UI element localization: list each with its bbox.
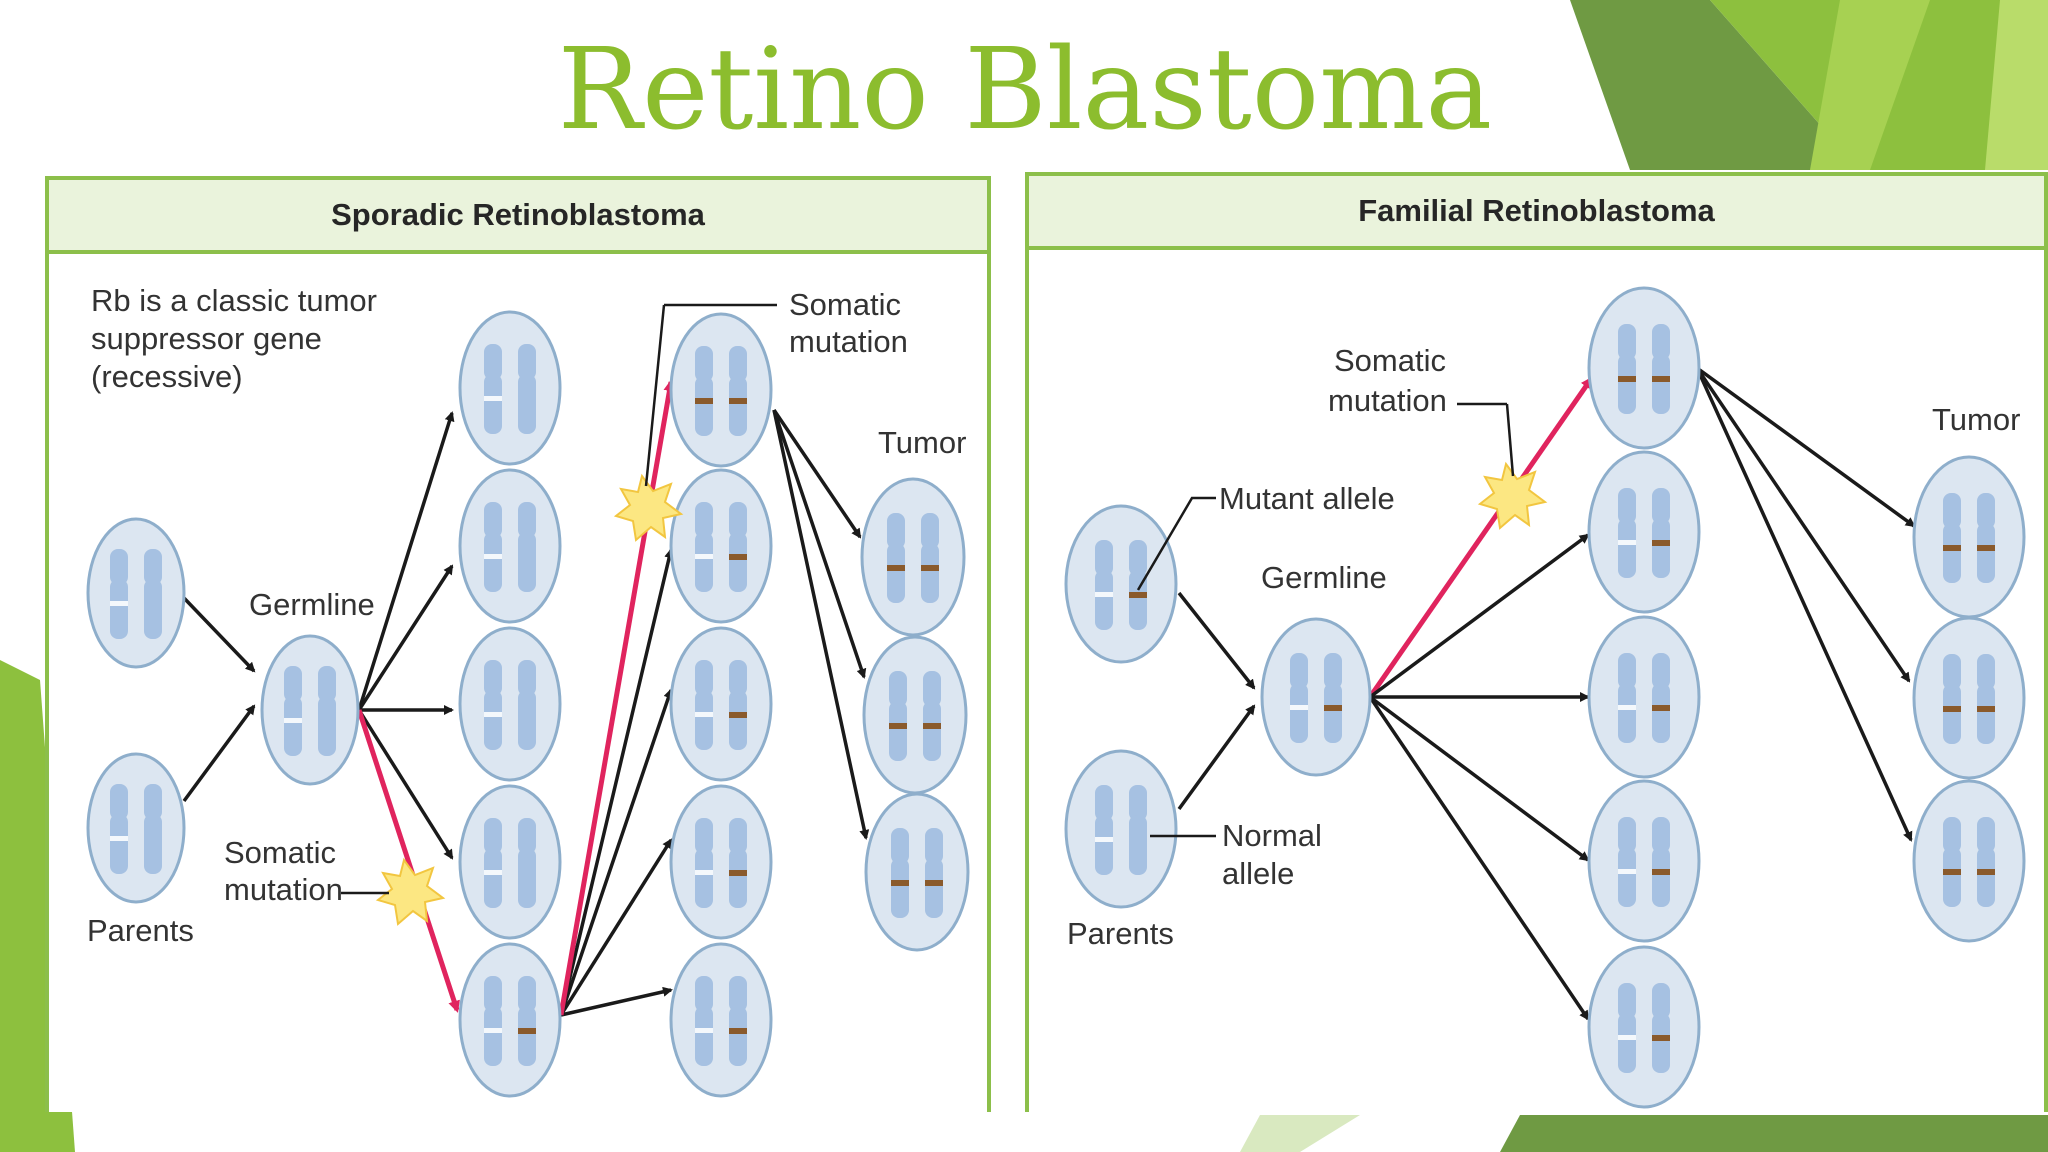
germline-to-cell-arrow [1368,533,1590,699]
germline-to-cell-arrow [357,709,454,860]
parent-cell-with-normal-alleles [1064,749,1178,909]
cell-to-tumor-arrow [1695,367,1911,683]
germline-to-cell-arrow [357,564,454,711]
tumor-cell [860,477,966,637]
mutated-retinal-cell [669,468,773,624]
tumor-suppressor-note-line-1: Rb is a classic tumor [91,283,377,318]
retinal-cell-with-mutant-allele [1587,450,1701,614]
slide-title: Retino Blastoma [557,25,1493,155]
cell-to-tumor-arrow [1695,367,1913,842]
cell-to-cell-arrow [559,688,674,1016]
retinal-cell-with-mutant-allele [1587,779,1701,943]
somatic-mutation-label-line-2: mutation [224,872,343,907]
parents-label: Parents [87,913,194,948]
parent-cell [86,752,186,904]
double-mutant-cell [669,312,773,468]
somatic-mutation-label-line-1: Somatic [1334,343,1446,378]
double-mutant-cell [1587,286,1701,450]
tumor-cell [1912,455,2026,619]
somatic-mutation-label-line-2: mutation [1328,383,1447,418]
tumor-label: Tumor [878,425,966,460]
parent-to-germline-arrow [182,596,256,673]
somatic-mutation-label-line-1: Somatic [224,835,336,870]
normal-allele-label-line-2: allele [1222,856,1294,891]
mutated-retinal-cell [669,784,773,940]
cell-to-tumor-arrow [772,409,870,840]
germline-to-cell-arrow [357,411,455,711]
germline-cell [260,634,360,786]
tumor-suppressor-note-line-2: suppressor gene [91,321,322,356]
somatic-mutation-top-label-line-2: mutation [789,324,908,359]
retinal-cell-with-mutant-allele [1587,615,1701,779]
cell-to-tumor-arrow [772,409,867,679]
parent-cell-with-mutant-allele [1064,504,1178,664]
somatic-mutation-top-label-line-1: Somatic [789,287,901,322]
tumor-label: Tumor [1932,402,2020,437]
mutated-retinal-cell [458,942,562,1098]
germline-to-cell-arrow [1368,696,1590,1021]
tumor-cell [1912,616,2026,780]
somatic-mutation-leader [644,304,666,487]
sporadic-panel-header: Sporadic Retinoblastoma [49,180,987,254]
mutant-allele-label: Mutant allele [1219,481,1395,516]
second-somatic-mutation-arrow [558,379,676,1016]
retinal-cell [458,310,562,466]
familial-panel-header: Familial Retinoblastoma [1029,176,2044,250]
somatic-mutation-leader [1505,403,1515,477]
retinal-cell [458,468,562,624]
germline-label: Germline [249,587,375,622]
mutant-allele-leader [1136,496,1216,591]
retinal-cell-with-mutant-allele [1587,945,1701,1109]
mutated-retinal-cell [669,942,773,1098]
somatic-mutation-arrow [356,709,460,1013]
cell-to-tumor-arrow [772,409,862,539]
retinal-cell [458,626,562,782]
cell-to-cell-arrow [559,548,675,1016]
familial-panel: Familial Retinoblastoma [1025,172,2048,1112]
parents-label: Parents [1067,916,1174,951]
germline-label: Germline [1261,560,1387,595]
mutation-burst-icon [613,473,684,542]
germline-to-cell-arrow [1368,695,1590,862]
sporadic-diagram: Rb is a classic tumor suppressor gene (r… [86,283,970,1098]
cell-to-cell-arrow [559,838,673,1016]
mutation-burst-icon [375,857,446,926]
cell-to-tumor-arrow [1695,366,1916,528]
tumor-cell [862,635,968,795]
tumor-cell [1912,779,2026,943]
cell-to-cell-arrow [560,986,673,1017]
tumor-suppressor-note-line-3: (recessive) [91,359,243,394]
germline-cell [1260,617,1372,777]
sporadic-panel: Sporadic Retinoblastoma Rb is a classic … [45,176,991,1112]
parent-to-germline-arrow [182,704,256,803]
familial-diagram: Somatic mutation Mutant allele Germline … [1064,286,2026,1109]
normal-allele-label-line-1: Normal [1222,818,1322,853]
parent-cell [86,517,186,669]
somatic-mutation-arrow [1367,376,1594,699]
retinal-cell [458,784,562,940]
parent-to-germline-arrow [1177,704,1256,811]
parent-to-germline-arrow [1177,591,1256,690]
mutation-burst-icon [1477,461,1548,530]
mutated-retinal-cell [669,626,773,782]
tumor-cell [864,792,970,952]
